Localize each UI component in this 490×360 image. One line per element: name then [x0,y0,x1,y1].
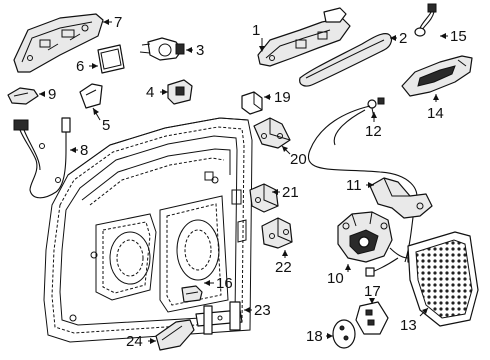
callout-22: 22 [275,259,292,276]
callout-11: 11 [346,177,362,194]
part-24-strap-cover [155,319,195,351]
part-21-hinge [249,183,279,213]
part-2-outer-handle [299,33,393,87]
callout-21: 21 [282,184,299,201]
part-20-hinge [253,117,291,149]
callout-18: 18 [306,328,323,345]
callout-15: 15 [450,28,467,45]
part-15-sensor [414,3,437,37]
part-5-seal [79,83,103,109]
part-7-handle-bracket [13,13,104,73]
callout-16: 16 [216,275,233,292]
callout-20: 20 [290,151,307,168]
part-4-escutcheon [167,79,193,105]
part-18-cap [332,319,356,349]
callout-12: 12 [365,123,382,140]
part-6-pad [97,44,125,74]
part-13-speaker-grille [407,231,479,327]
callout-23: 23 [254,302,271,319]
part-23-check-strap [195,301,243,335]
callout-2: 2 [399,30,407,47]
part-16-stop [181,285,203,303]
part-9-clip [7,87,39,105]
callout-7: 7 [114,14,122,31]
callout-4: 4 [146,84,154,101]
callout-10: 10 [327,270,344,287]
callout-6: 6 [76,58,84,75]
part-17-key-fob [355,301,389,335]
door-inner-panel [43,117,253,343]
part-12-rod-end [367,97,385,119]
part-1-handle-carrier [257,7,351,67]
inside-cable [333,109,366,146]
callout-5: 5 [102,117,110,134]
part-19-bracket [241,91,263,115]
callout-3: 3 [196,42,204,59]
callout-9: 9 [48,86,56,103]
part-10-latch [337,211,393,263]
callout-1: 1 [252,22,260,39]
callout-14: 14 [427,105,444,122]
callout-24: 24 [126,333,143,350]
part-14-inner-handle [401,55,473,97]
callout-8: 8 [80,142,88,159]
part-22-hinge [261,217,293,249]
part-11-latch-cover [369,177,433,219]
callout-17: 17 [364,283,381,300]
part-3-lock-cylinder [139,37,185,61]
part-8-cable [13,117,71,199]
callout-13: 13 [400,317,417,334]
callout-19: 19 [274,89,291,106]
